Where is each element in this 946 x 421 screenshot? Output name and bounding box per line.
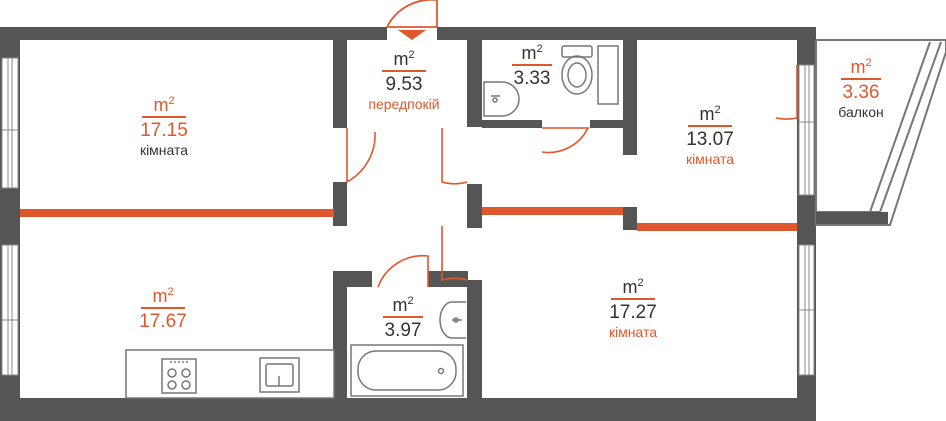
kitchen-sink-icon [259,357,300,393]
room-label-17-15: m2 17.15 кімната [120,95,208,158]
room-area: 17.27 [609,302,657,323]
window-right-top [798,64,815,196]
label-rule [841,78,881,80]
room-label-17-67: m2 17.67 [128,286,198,332]
window-left-bottom [1,244,19,376]
unit-label: m2 [699,104,721,124]
room-area: 3.36 [842,82,880,103]
entrance-arrow-icon [398,30,426,40]
label-rule [142,116,186,118]
room-label-13-07: m2 13.07 кімната [668,104,752,167]
unit-label: m2 [850,57,872,77]
room-name: кімната [139,142,189,158]
unit-label: m2 [521,43,543,63]
unit-label: m2 [152,286,174,306]
balcony-base [816,212,888,224]
bathtub-icon [350,344,464,397]
window-left-top [1,57,19,189]
wash-basin-icon [483,81,520,117]
interior-walls [333,40,637,399]
stove-icon [161,358,197,394]
room-area: 3.33 [513,68,551,89]
room-name: передпокій [368,96,440,112]
accent-partitions [20,207,797,231]
room-name: кімната [608,324,658,340]
label-rule [382,70,426,72]
window-right-bottom [798,244,815,376]
room-name: балкон [838,104,884,120]
room-area: 17.67 [139,311,187,332]
unit-label: m2 [392,295,414,315]
room-name: кімната [685,151,735,167]
unit-label: m2 [622,277,644,297]
label-rule [141,307,185,309]
unit-label: m2 [153,95,175,115]
room-area: 9.53 [385,74,423,95]
room-area: 3.97 [384,320,422,341]
room-label-9-53: m2 9.53 передпокій [356,49,452,112]
interior-doors [346,65,798,288]
label-rule [383,316,423,318]
label-rule [611,298,655,300]
label-rule [512,64,552,66]
wc-tank-unit [597,45,619,105]
kitchen-counter [125,349,335,399]
room-label-3-33: m2 3.33 [507,44,557,88]
label-rule [688,125,732,127]
room-label-3-97: m2 3.97 [373,296,433,340]
room-area: 13.07 [686,129,734,150]
toilet-icon [561,45,593,95]
bath-basin-icon [439,301,466,339]
unit-label: m2 [393,49,415,69]
entrance-door-icon [386,0,438,28]
room-label-3-36: m2 3.36 балкон [826,57,896,120]
room-label-17-27: m2 17.27 кімната [590,277,676,340]
room-area: 17.15 [140,120,188,141]
